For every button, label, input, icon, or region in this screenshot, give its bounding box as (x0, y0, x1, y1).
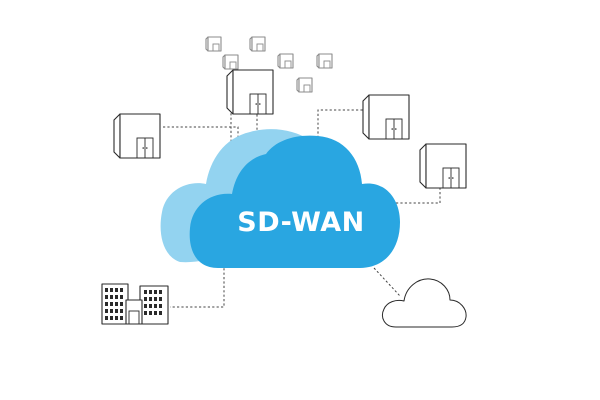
sd-wan-cloud-main (189, 135, 400, 268)
sd-wan-cloud-icon: SD-WAN (189, 135, 400, 268)
connector-internet (373, 267, 401, 297)
small-office-building-icon[interactable] (362, 94, 410, 140)
multi-building-office-icon[interactable] (101, 283, 169, 325)
connector-left-office (163, 126, 239, 150)
tiny-building-icon[interactable] (222, 54, 239, 70)
tiny-building-icon[interactable] (296, 77, 313, 93)
tiny-building-icon[interactable] (249, 36, 266, 52)
tiny-building-icon[interactable] (316, 53, 333, 69)
outline-cloud-icon[interactable] (382, 278, 467, 328)
small-office-building-icon[interactable] (226, 69, 274, 115)
sd-wan-title: SD-WAN (237, 207, 364, 238)
small-office-building-icon[interactable] (113, 113, 161, 159)
tiny-building-icon[interactable] (277, 53, 294, 69)
small-office-building-icon[interactable] (419, 143, 467, 189)
connector-right-office-a (317, 109, 367, 140)
connector-headquarters (170, 255, 225, 308)
tiny-building-icon[interactable] (205, 36, 222, 52)
